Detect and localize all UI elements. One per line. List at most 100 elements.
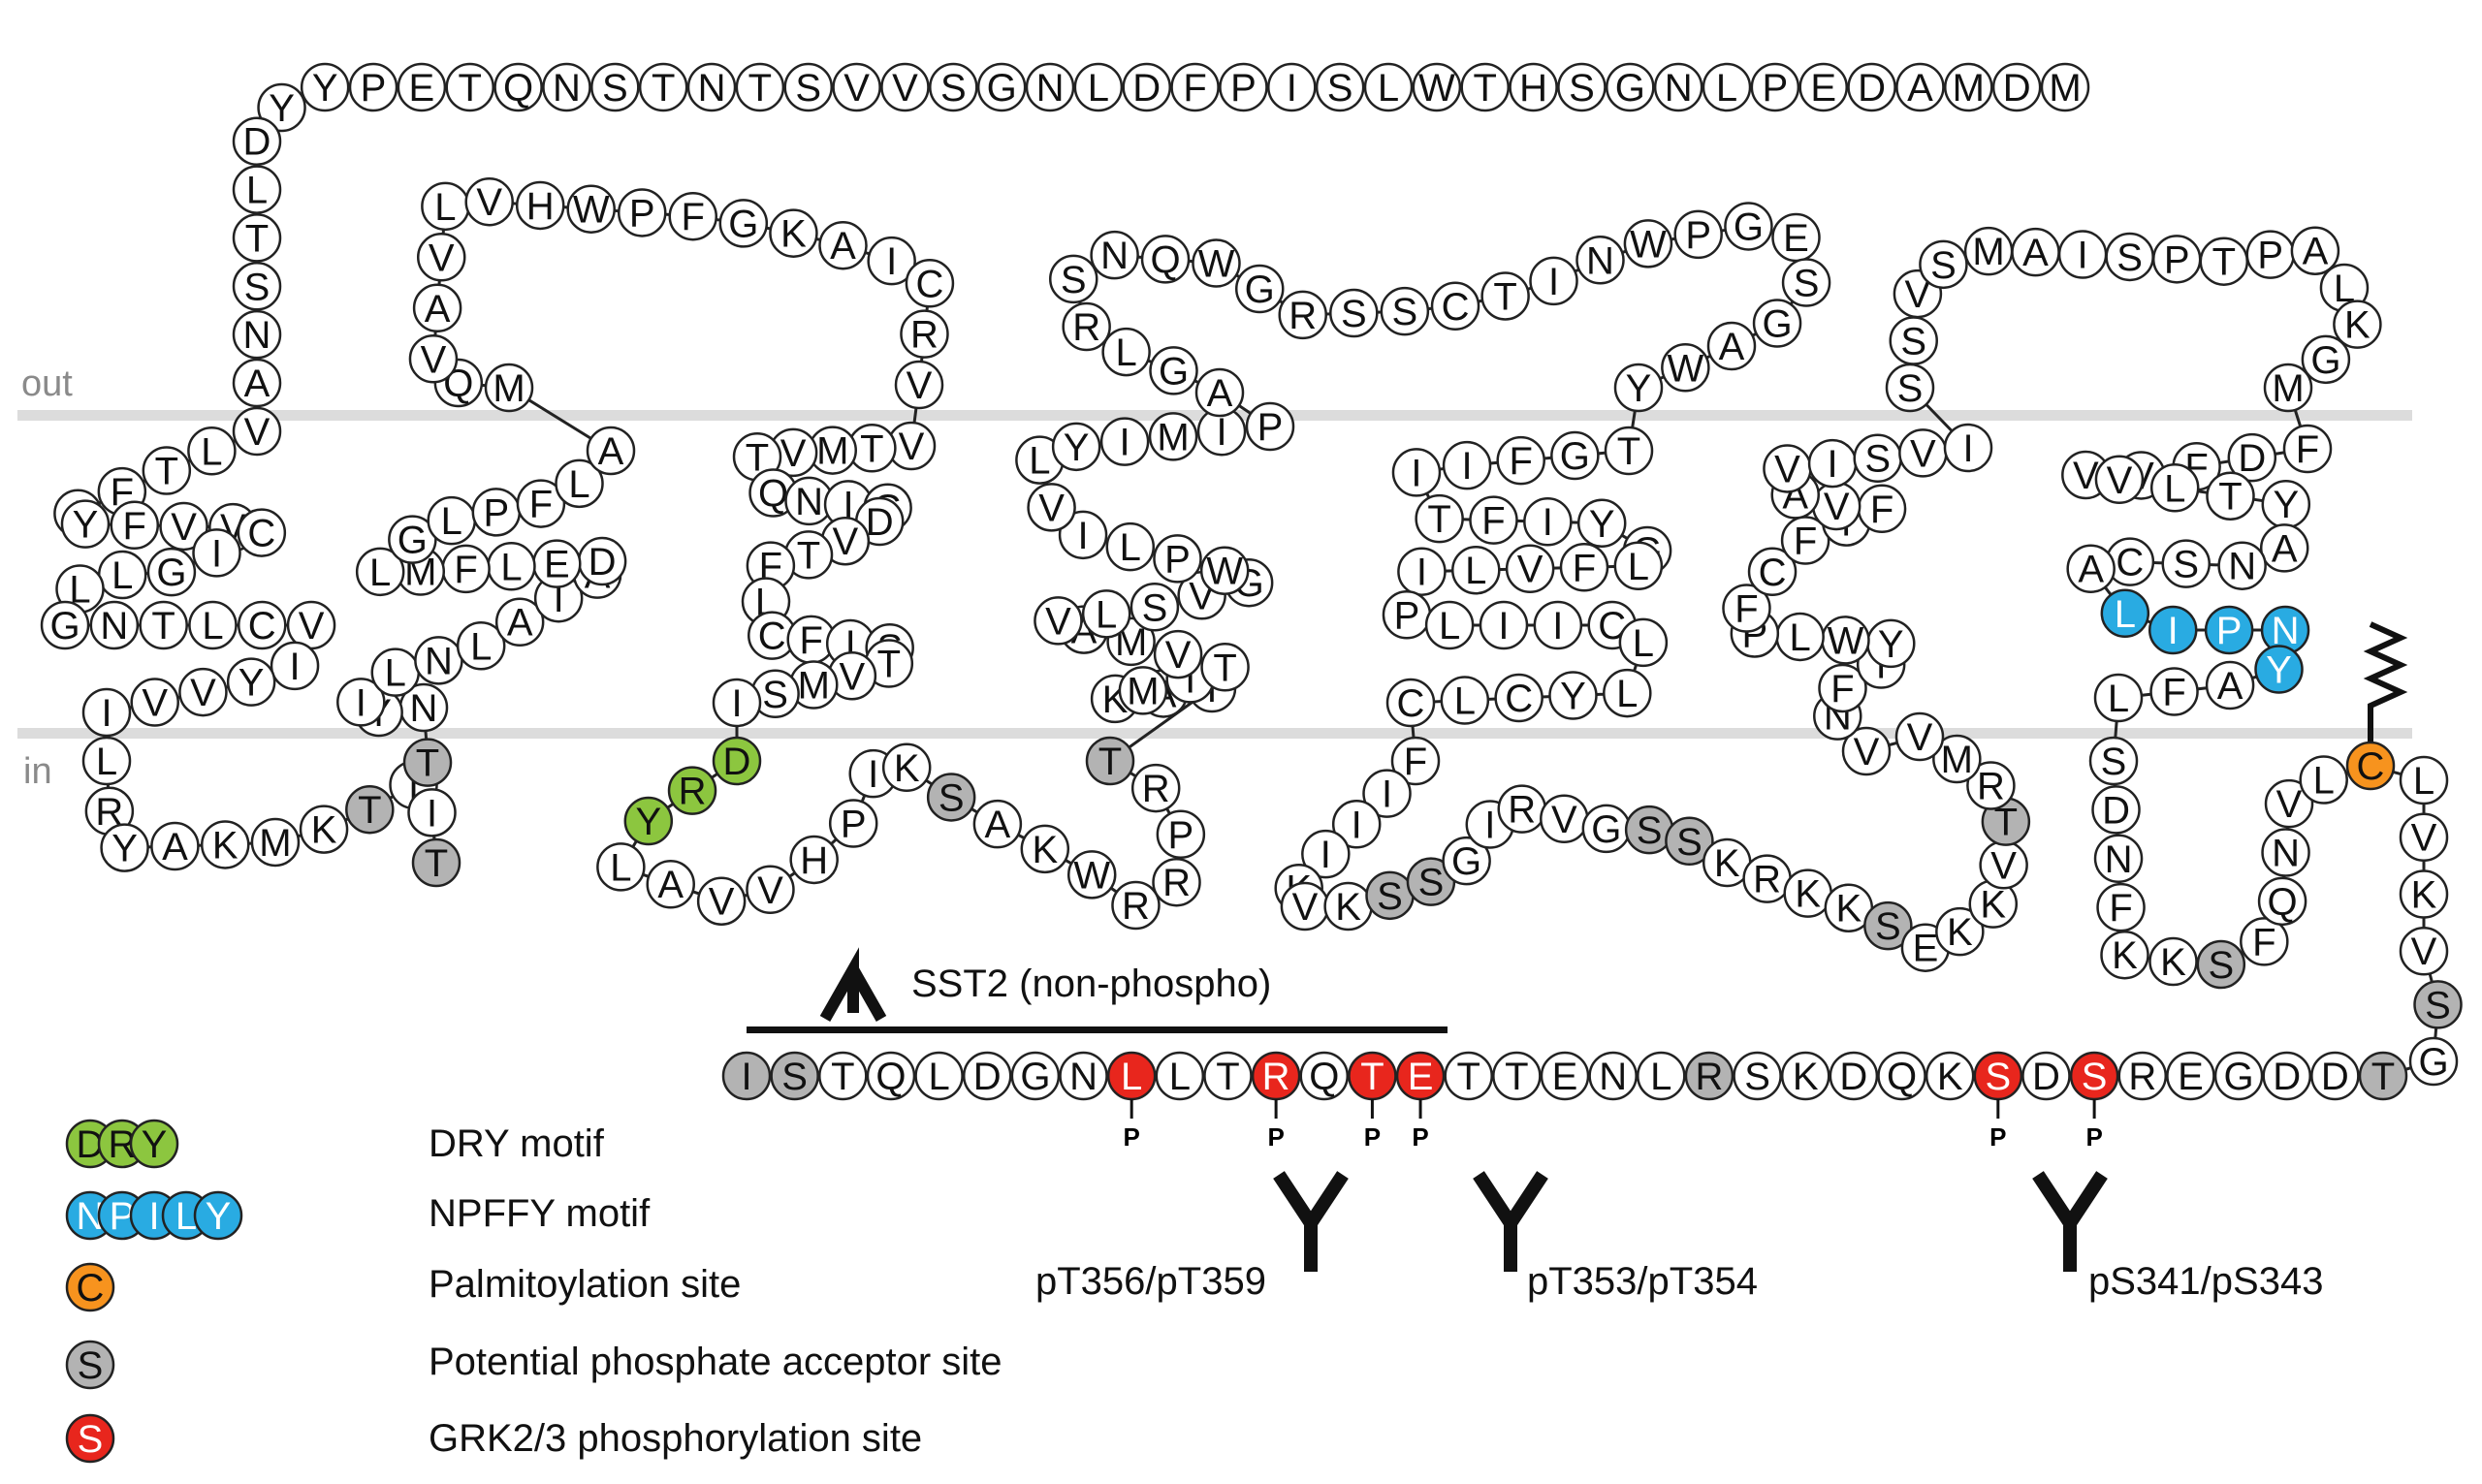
residue-circle (783, 62, 833, 112)
residue: P (1219, 62, 1268, 112)
residue-circle (348, 62, 398, 112)
residue-circle (1932, 734, 1982, 784)
residue: R (1966, 761, 2016, 810)
segment-n-term: MDMADEPLNGSHTWLSIPFDLNGSVVSTNTSNQTEPYYDL… (232, 62, 2090, 408)
sst2-antibody-icon (819, 947, 887, 1022)
legend-residue-letter: S (78, 1418, 104, 1461)
residue-letter: I (356, 681, 366, 724)
residue-circle (1781, 258, 1831, 307)
residue-circle (696, 876, 747, 926)
residue-letter: S (2173, 544, 2199, 586)
residue-circle (1588, 1051, 1638, 1101)
residue: L (427, 495, 476, 546)
residue-letter: I (1120, 422, 1130, 464)
residue-circle (2093, 673, 2144, 723)
residue-letter: T (358, 789, 381, 832)
antibody-y-icon (2032, 1171, 2108, 1272)
residue: C (905, 259, 955, 308)
residue-circle (617, 188, 667, 237)
residue-circle (1847, 62, 1896, 112)
residue: S (929, 62, 978, 112)
residue-circle (336, 678, 386, 727)
residue-letter: K (212, 824, 239, 867)
residue-circle (2358, 1051, 2408, 1101)
residue-circle (493, 62, 543, 112)
residue: T (1444, 1051, 1493, 1101)
residue-letter: A (162, 826, 188, 868)
residue: S (1315, 62, 1365, 112)
residue: V (1540, 794, 1589, 844)
residue-letter: C (915, 263, 943, 305)
residue: G (1010, 1051, 1061, 1101)
residue-circle (2282, 424, 2333, 474)
residue: V (178, 667, 228, 717)
residue-circle (411, 837, 461, 888)
residue: V (894, 360, 944, 410)
residue-letter: T (151, 605, 175, 647)
residue-letter: N (795, 481, 823, 523)
residue: K (1020, 824, 1070, 874)
residue-letter: V (476, 181, 502, 224)
residue-letter: A (1907, 67, 1933, 110)
residue-circle (1460, 62, 1510, 112)
residue: G (1581, 804, 1632, 854)
residue: V (746, 865, 795, 915)
residue: A (2205, 660, 2255, 710)
residue-letter: L (610, 846, 631, 889)
residue-letter: C (248, 605, 276, 647)
antibody-label-pt356-pt359: pT356/pT359 (1035, 1260, 1266, 1303)
residue-circle (1877, 1051, 1926, 1101)
residue-letter: Y (1589, 503, 1615, 546)
residue-letter: V (1045, 600, 1071, 643)
residue-letter: E (1552, 1056, 1578, 1098)
residue: V (2399, 812, 2449, 862)
residue-circle (2040, 62, 2090, 112)
residue-letter: E (544, 544, 570, 586)
residue-circle (1722, 584, 1771, 633)
residue-letter: Y (1560, 676, 1586, 718)
residue-circle (187, 426, 237, 476)
residue: T (1460, 62, 1510, 112)
residue: M (1963, 226, 2014, 276)
residue-letter: V (840, 655, 866, 698)
residue: V (696, 876, 747, 926)
residue-circle (2333, 300, 2382, 349)
residue-letter: V (1774, 448, 1800, 490)
residue-letter: S (1930, 244, 1957, 287)
residue-letter: L (202, 605, 223, 647)
residue-circle (1442, 836, 1491, 886)
residue-letter: K (894, 747, 920, 790)
residue: L (1618, 617, 1669, 668)
residue-letter: A (657, 864, 684, 906)
residue-circle (1278, 290, 1327, 340)
residue-circle (1153, 629, 1203, 679)
residue-letter: P (1763, 67, 1789, 110)
residue-letter: S (1864, 438, 1891, 481)
residue-letter: F (2296, 428, 2319, 471)
palmitoyl-lipid-zigzag (2363, 621, 2408, 742)
legend-swatch-grk: S (65, 1413, 115, 1464)
residue-letter: G (2418, 1041, 2448, 1084)
residue: V (1811, 481, 1862, 531)
residue-letter: S (2101, 741, 2127, 783)
residue-circle (646, 859, 695, 909)
residue-letter: M (798, 665, 830, 708)
residue-letter: S (1794, 263, 1820, 305)
residue: R (1152, 857, 1201, 907)
residue: F (786, 615, 836, 665)
residue-circle (1085, 736, 1135, 786)
residue: L (1363, 62, 1414, 112)
residue-letter: I (2078, 235, 2088, 277)
residue-letter: Q (1309, 1056, 1339, 1098)
residue: V (1841, 726, 1892, 776)
residue-letter: A (2303, 231, 2329, 273)
residue-letter: M (2049, 67, 2081, 110)
residue: G (1606, 62, 1655, 112)
residue-letter: E (409, 67, 435, 110)
residue: R (2117, 1051, 2168, 1101)
residue-letter: K (1032, 829, 1058, 871)
residue-letter: I (427, 792, 437, 835)
residue: F (2240, 917, 2289, 966)
residue: C (1494, 673, 1543, 723)
residue-circle (1397, 547, 1447, 596)
